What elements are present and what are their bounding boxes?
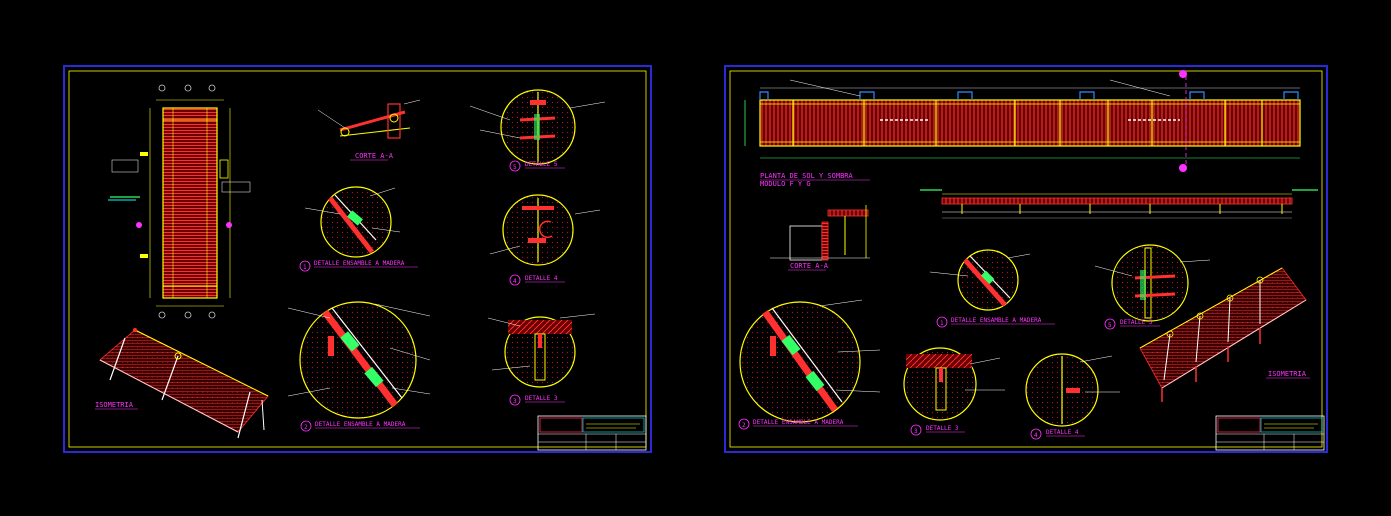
sheet-1: CORTE A-A 1 DETALLE ENSAMBLE A MADERA 5 …	[63, 65, 652, 453]
detail-5-title-sheet-1: DETALLE 5	[525, 161, 558, 168]
detail-1-title-sheet-2: DETALLE ENSAMBLE A MADERA	[951, 317, 1042, 324]
sheet-2-inner-border	[729, 70, 1323, 448]
detail-4-number-sheet-2	[1030, 428, 1042, 440]
detail-3-number-sheet-2	[910, 424, 922, 436]
corte-title-sheet-1: CORTE A-A	[355, 152, 394, 160]
sheet-2: PLANTA DE SOL Y SOMBRA MODULO F Y G CORT…	[724, 65, 1328, 453]
detail-4-num-sheet-1: 4	[513, 278, 517, 285]
planta-title-sheet-2: PLANTA DE SOL Y SOMBRA	[760, 172, 854, 180]
detail-5-num-sheet-2: 5	[1108, 322, 1112, 329]
detail-2-num-sheet-1: 2	[304, 424, 308, 431]
detail-1-number-sheet-1	[299, 260, 311, 272]
sheet-1-inner-border	[68, 70, 647, 448]
detail-3-title-sheet-2: DETALLE 3	[926, 425, 959, 432]
detail-circle-5-sheet-1	[469, 89, 606, 165]
isometric-view-sheet-2	[1139, 267, 1307, 402]
detail-5-number-sheet-1	[509, 160, 521, 172]
corte-view-sheet-2	[770, 205, 870, 261]
detail-3-title-sheet-1: DETALLE 3	[525, 395, 558, 402]
detail-2-title-sheet-2: DETALLE ENSAMBLE A MADERA	[753, 419, 844, 426]
detail-circle-1-sheet-1	[304, 186, 401, 258]
detail-2-num-sheet-2: 2	[742, 422, 746, 429]
detail-circle-3-sheet-2	[903, 347, 1005, 421]
detail-4-title-sheet-2: DETALLE 4	[1046, 429, 1079, 436]
plan-view-sheet-2	[744, 70, 1301, 172]
detail-3-num-sheet-2: 3	[914, 428, 918, 435]
detail-2-number-sheet-2	[738, 418, 750, 430]
corte-view-sheet-1	[317, 99, 421, 139]
detail-5-title-sheet-2: DETALLE 5	[1120, 319, 1153, 326]
detail-circle-2-sheet-1	[287, 301, 431, 419]
isometric-view-sheet-1	[99, 328, 269, 439]
detail-4-num-sheet-2: 4	[1034, 432, 1038, 439]
title-block-sheet-2	[1215, 415, 1325, 451]
elevation-view-sheet-2	[920, 189, 1318, 219]
detail-3-number-sheet-1	[509, 394, 521, 406]
detail-2-number-sheet-1	[300, 420, 312, 432]
detail-1-title-sheet-1: DETALLE ENSAMBLE A MADERA	[314, 260, 405, 267]
sheet-2-border	[724, 65, 1328, 453]
detail-circle-3-sheet-1	[487, 313, 596, 388]
detail-1-number-sheet-2	[936, 316, 948, 328]
isometria-title-sheet-2: ISOMETRIA	[1268, 370, 1307, 378]
planta-subtitle-sheet-2: MODULO F Y G	[760, 180, 811, 188]
detail-5-num-sheet-1: 5	[513, 164, 517, 171]
detail-4-title-sheet-1: DETALLE 4	[525, 275, 558, 282]
detail-circle-2-sheet-2	[739, 299, 881, 423]
detail-2-title-sheet-1: DETALLE ENSAMBLE A MADERA	[315, 421, 406, 428]
detail-circle-1-sheet-2	[929, 249, 1031, 311]
corte-title-sheet-2: CORTE A-A	[790, 262, 829, 270]
title-block-sheet-1	[537, 415, 647, 451]
detail-1-num-sheet-1: 1	[303, 264, 307, 271]
isometria-title-sheet-1: ISOMETRIA	[95, 401, 134, 409]
detail-circle-4-sheet-2	[1025, 353, 1120, 427]
detail-4-number-sheet-1	[509, 274, 521, 286]
detail-3-num-sheet-1: 3	[513, 398, 517, 405]
detail-circle-5-sheet-2	[1094, 244, 1211, 322]
plan-view-sheet-1	[108, 84, 251, 319]
sheet-1-border	[63, 65, 652, 453]
detail-5-number-sheet-2	[1104, 318, 1116, 330]
detail-1-num-sheet-2: 1	[940, 320, 944, 327]
detail-circle-4-sheet-1	[489, 194, 601, 266]
